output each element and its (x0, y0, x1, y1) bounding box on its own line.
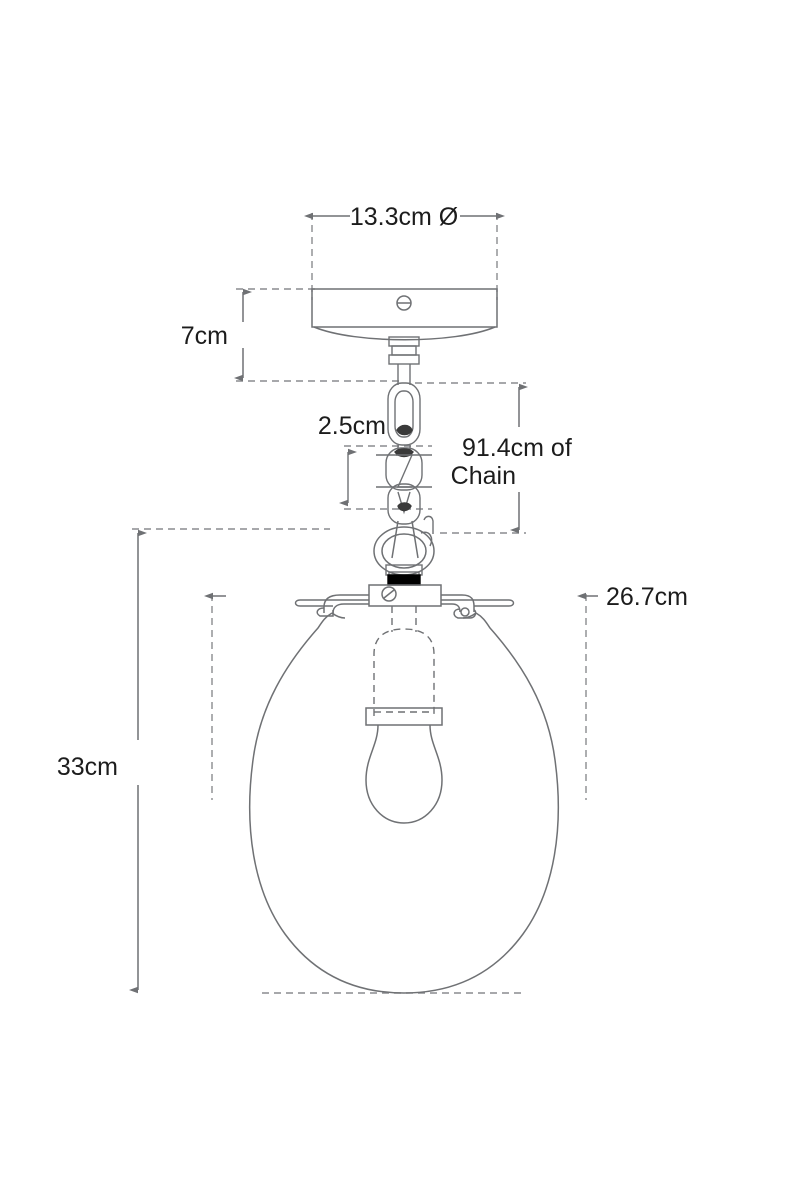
chain-link-2 (376, 447, 432, 491)
ceiling-canopy (311, 288, 498, 341)
chain-link-1 (387, 382, 421, 446)
bulb-glass (365, 724, 443, 824)
link-twist (397, 491, 411, 515)
link-inner (394, 390, 414, 438)
link-outer (387, 483, 421, 525)
bracket-center-block (368, 584, 442, 607)
socket-neck (391, 606, 417, 632)
dimension-chain-length: 91.4cm of Chain (415, 382, 572, 534)
lamp-socket (373, 606, 435, 716)
link-shading (397, 502, 412, 512)
dimension-shade-width: 26.7cm (204, 583, 688, 800)
ring-wire-pair (391, 520, 419, 559)
chain (376, 382, 434, 534)
shade-rim-lip-left (331, 612, 346, 619)
dimension-chain-link: 2.5cm (318, 412, 432, 510)
bracket-arm-right-bottom (441, 603, 461, 613)
bracket-knob-right (460, 607, 470, 617)
dimension-label-shade-width: 26.7cm (606, 583, 688, 611)
dimension-label-shade-height: 33cm (57, 753, 118, 781)
dimension-label-chain-length-line2: Chain (451, 462, 516, 490)
ring-clasp (420, 531, 433, 547)
socket-cap (385, 564, 423, 586)
bracket-arm-left-top (323, 594, 369, 613)
stem-coupler (388, 336, 420, 385)
socket-body (373, 628, 435, 716)
canopy-body (311, 288, 498, 328)
fitter-bracket (294, 584, 515, 619)
coupler-ring-1 (388, 336, 420, 347)
link-outer (385, 447, 423, 491)
bracket-screw-slot (383, 589, 395, 599)
coupler-ring-2 (391, 345, 417, 356)
ring-inner (381, 533, 427, 569)
bracket-screw (381, 586, 397, 602)
canopy-bottom-curve (313, 326, 496, 341)
bracket-rail-left-end (294, 599, 333, 607)
bracket-clip-left (316, 607, 334, 617)
chain-hook (423, 515, 434, 534)
link-twist (396, 454, 414, 488)
link-outer (387, 382, 421, 446)
shade-rim-lip-right (462, 612, 477, 619)
glass-shade (248, 612, 560, 994)
cap-dark-band (387, 574, 421, 586)
link-shading (396, 424, 413, 436)
shade-outline (248, 612, 560, 994)
dimension-label-canopy-diameter: 13.3cm Ø (350, 203, 458, 231)
lamp-socket-collar (365, 707, 443, 726)
dimension-shade-height: 33cm (57, 528, 522, 994)
coupler-ring-3 (388, 354, 420, 365)
bracket-rail-right-end (474, 599, 515, 607)
coupler-stem (397, 364, 411, 385)
dimension-label-chain-link: 2.5cm (318, 412, 386, 440)
socket-collar (365, 707, 443, 726)
bracket-arm-left-bottom (332, 603, 369, 614)
chain-ring (373, 520, 435, 576)
light-bulb (365, 724, 443, 824)
dimension-canopy-diameter: 13.3cm Ø (304, 203, 505, 300)
dimension-label-canopy-height: 7cm (181, 322, 228, 350)
dimension-label-chain-length-line1: 91.4cm of (462, 434, 572, 462)
chain-link-3 (387, 483, 421, 525)
dimension-canopy-height: 7cm (181, 288, 400, 382)
